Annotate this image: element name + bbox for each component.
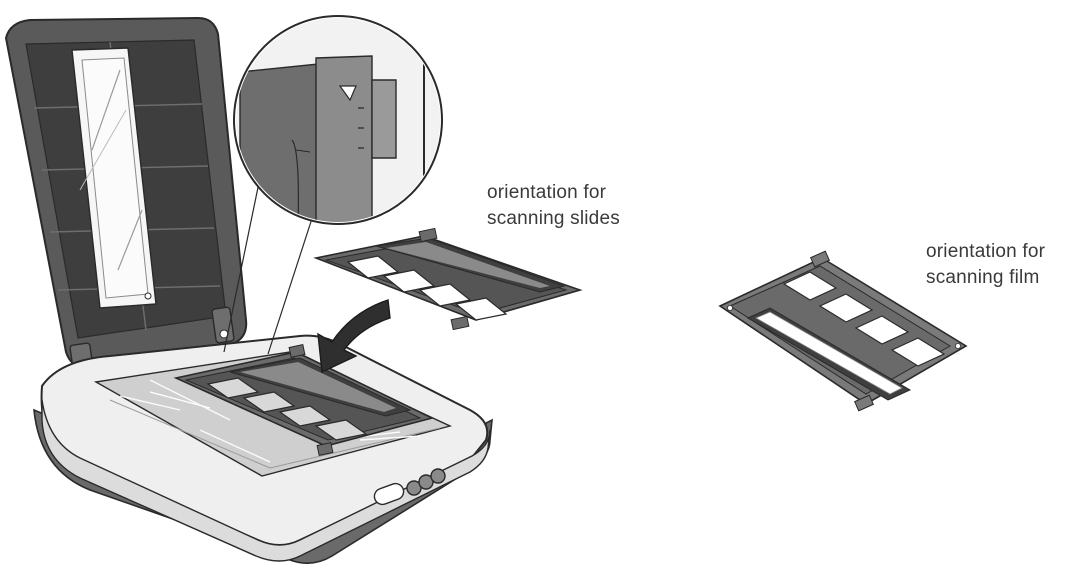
film-holder-film-orientation — [718, 250, 968, 412]
label-film-line2: scanning film — [926, 267, 1040, 288]
film-holder-slides-orientation — [313, 227, 583, 331]
slides-holder-frames — [346, 255, 508, 321]
lid-white-film-area — [71, 47, 157, 309]
film-holder-frames — [782, 271, 946, 367]
curved-down-arrow-icon — [317, 299, 391, 374]
film-holder-on-glass — [149, 344, 435, 456]
label-film-line1: orientation for — [926, 241, 1046, 262]
scanner-lid — [4, 16, 248, 380]
label-slides-orientation: orientation for scanning slides — [487, 180, 620, 232]
label-slides-line1: orientation for — [487, 182, 607, 203]
magnified-detail-callout — [223, 15, 443, 355]
holder-frames — [206, 377, 368, 441]
label-film-orientation: orientation for scanning film — [926, 239, 1045, 291]
scanner-buttons — [373, 468, 446, 506]
label-slides-line2: scanning slides — [487, 208, 620, 229]
